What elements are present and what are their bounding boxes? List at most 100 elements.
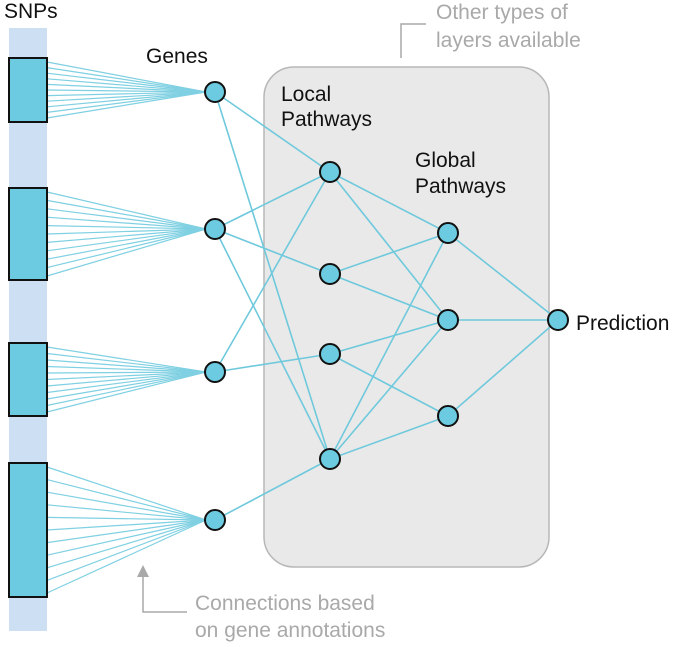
global-to-output-edge bbox=[447, 232, 559, 321]
local-to-global-edge bbox=[329, 353, 449, 417]
snp-edge bbox=[46, 228, 207, 252]
snp-edge bbox=[46, 371, 207, 394]
snp-edge bbox=[46, 504, 207, 521]
local-pathways-label-line2: Pathways bbox=[281, 108, 372, 131]
gene-to-local-edge bbox=[214, 228, 331, 275]
snp-edge bbox=[46, 83, 207, 93]
snp-edge bbox=[46, 89, 207, 93]
local-to-global-edge bbox=[329, 319, 449, 460]
prediction-label: Prediction bbox=[576, 312, 669, 335]
hidden-layers-panel-group bbox=[263, 66, 550, 568]
snp-edge bbox=[46, 371, 207, 387]
gene-to-local-edge bbox=[214, 228, 331, 460]
snp-edge bbox=[46, 519, 207, 544]
genes-label: Genes bbox=[146, 45, 208, 68]
snp-edge bbox=[46, 359, 207, 373]
snp-edge bbox=[46, 519, 207, 594]
snp-edge bbox=[46, 228, 207, 269]
other-layers-label-line1: Other types of bbox=[436, 1, 568, 24]
snp-edge bbox=[46, 352, 207, 373]
other-layers-pointer bbox=[400, 23, 426, 58]
local-to-global-edge bbox=[329, 319, 449, 355]
local-to-global-edge bbox=[329, 273, 449, 321]
connections-note-arrowhead bbox=[137, 565, 149, 577]
local-pathways-label-line1: Local bbox=[281, 83, 331, 106]
other-layers-label-line2: layers available bbox=[436, 29, 581, 52]
local-to-global-edge bbox=[329, 415, 449, 460]
snps-label: SNPs bbox=[4, 0, 58, 23]
snp-edge bbox=[46, 228, 207, 277]
local-to-global-edge bbox=[329, 171, 449, 234]
snp-edge bbox=[46, 228, 207, 243]
gene-to-local-edge bbox=[214, 353, 331, 373]
global-pathway-node bbox=[437, 405, 459, 427]
connections-note-pointer bbox=[142, 575, 187, 613]
local-pathway-node bbox=[319, 263, 341, 285]
global-pathways-label-line2: Pathways bbox=[415, 175, 506, 198]
annotation-lines-group bbox=[137, 23, 426, 613]
snp-edge bbox=[46, 371, 207, 374]
snp-edge bbox=[46, 91, 207, 97]
global-pathway-node bbox=[437, 309, 459, 331]
snp-edge bbox=[46, 199, 207, 230]
snp-edge bbox=[46, 365, 207, 373]
global-to-output-edge bbox=[447, 319, 559, 417]
gene-to-local-edge bbox=[214, 91, 331, 460]
global-pathway-node bbox=[437, 222, 459, 244]
gene-node bbox=[204, 509, 226, 531]
snp-edge bbox=[46, 371, 207, 381]
snp-edge bbox=[46, 479, 207, 521]
snp-edge bbox=[46, 78, 207, 93]
snp-edge bbox=[46, 91, 207, 113]
snp-block bbox=[8, 187, 48, 281]
snp-edge bbox=[46, 216, 207, 230]
snp-edge bbox=[46, 519, 207, 581]
local-pathway-node bbox=[319, 161, 341, 183]
gene-to-local-edge bbox=[214, 171, 331, 373]
connections-note-line2: on gene annotations bbox=[195, 619, 385, 642]
gene-node bbox=[204, 81, 226, 103]
connections-note-line1: Connections based bbox=[195, 592, 375, 615]
snp-block bbox=[8, 462, 48, 598]
snp-edge bbox=[46, 519, 207, 531]
snp-edge bbox=[46, 519, 207, 556]
snp-edge bbox=[46, 72, 207, 93]
gene-node bbox=[204, 361, 226, 383]
local-to-global-edge bbox=[329, 171, 449, 321]
snp-edge bbox=[46, 228, 207, 260]
snp-edge bbox=[46, 91, 207, 108]
snp-edge bbox=[46, 516, 207, 521]
snp-edge bbox=[46, 67, 207, 93]
snp-edge bbox=[46, 91, 207, 119]
snp-edge bbox=[46, 191, 207, 230]
snp-edge bbox=[46, 519, 207, 569]
snp-blocks-group bbox=[8, 57, 48, 598]
snp-edge bbox=[46, 371, 207, 400]
snp-edge bbox=[46, 371, 207, 407]
snp-edge bbox=[46, 208, 207, 230]
local-pathway-node bbox=[319, 448, 341, 470]
snp-edge bbox=[46, 228, 207, 235]
snp-edge bbox=[46, 346, 207, 373]
local-to-global-edge bbox=[329, 232, 449, 275]
snp-block bbox=[8, 57, 48, 123]
local-to-global-edge bbox=[329, 232, 449, 460]
prediction-node bbox=[547, 309, 569, 331]
edges-group bbox=[46, 61, 559, 594]
hidden-layers-panel bbox=[263, 66, 550, 568]
snp-edge bbox=[46, 491, 207, 521]
snp-edge bbox=[46, 225, 207, 230]
snp-edge bbox=[46, 61, 207, 93]
snp-edge bbox=[46, 466, 207, 521]
gene-to-local-edge bbox=[214, 458, 331, 521]
nodes-group bbox=[204, 81, 569, 531]
gene-node bbox=[204, 218, 226, 240]
global-pathways-label-line1: Global bbox=[415, 149, 476, 172]
local-pathway-node bbox=[319, 343, 341, 365]
snp-block bbox=[8, 342, 48, 417]
snp-edge bbox=[46, 91, 207, 102]
gene-to-local-edge bbox=[214, 91, 331, 173]
snp-edge bbox=[46, 371, 207, 413]
